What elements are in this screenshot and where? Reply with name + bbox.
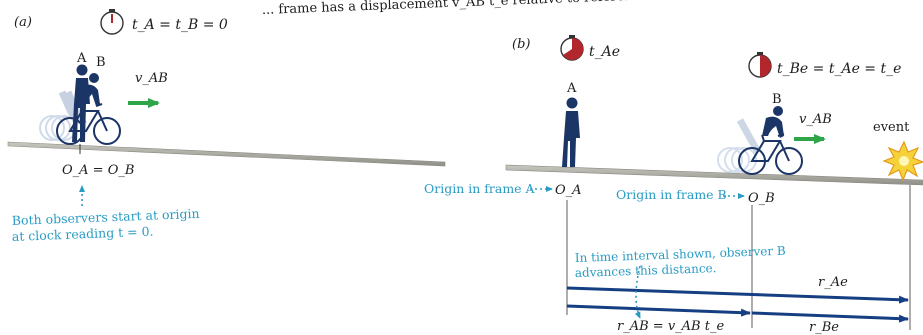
panel-b-label: (b) — [512, 37, 530, 52]
vector-r-ab-equation: r_AB = v_AB t_e — [617, 319, 724, 334]
event-label: event — [873, 120, 910, 135]
observer-b-label-b: B — [772, 92, 782, 107]
origin-a-label: O_A — [555, 183, 582, 198]
origin-label-a: O_A = O_B — [62, 163, 134, 178]
observer-b-label: B — [96, 55, 106, 70]
velocity-label-b: v_AB — [799, 112, 832, 127]
velocity-label-b-text: v_AB — [799, 112, 832, 127]
vector-r-ae-text: r_Ae — [818, 275, 848, 290]
cyclist-b-figure-b — [762, 106, 784, 138]
top-caption: ... frame has a displacement v_AB t_e re… — [262, 0, 709, 18]
clock-a-icon — [560, 35, 584, 61]
vector-r-ae-label: r_Ae — [818, 275, 848, 290]
observer-a-label: A — [76, 51, 87, 66]
vector-r-ab — [566, 304, 751, 317]
note-a-line1: Both observers start at origin — [12, 206, 200, 228]
clock-icon — [100, 9, 124, 35]
note-b-pointer — [634, 265, 641, 319]
panel-a-label: (a) — [14, 15, 32, 30]
vector-r-ae — [566, 286, 909, 304]
observer-a-figure-b — [562, 97, 580, 167]
origin-a-label-text: O_A — [555, 183, 582, 198]
observer-a-label-b: A — [566, 81, 577, 96]
clock-b-equation: t_Be = t_Ae = t_e — [777, 61, 901, 77]
vector-r-ab-text: r_AB = v_AB t_e — [617, 319, 724, 334]
note-a-line2: at clock reading t = 0. — [12, 224, 154, 244]
explosion-icon — [882, 140, 923, 182]
clock-equation: t_A = t_B = 0 — [132, 17, 228, 33]
velocity-label: v_AB — [135, 71, 168, 86]
vector-r-be-text: r_Be — [809, 320, 839, 335]
origin-b-label: O_B — [748, 191, 775, 206]
observer-a-figure — [72, 64, 90, 142]
origin-a-caption: Origin in frame A — [424, 181, 536, 196]
panel-a: (a) t_A = t_B = 0 — [7, 9, 446, 244]
origin-b-label-text: O_B — [748, 191, 775, 206]
ground-b — [505, 164, 923, 186]
vector-r-be-label: r_Be — [809, 320, 839, 335]
origin-b-caption: Origin in frame B — [616, 187, 727, 202]
velocity-label-text: v_AB — [135, 71, 168, 86]
clock-b-icon — [748, 52, 772, 78]
clock-a-label-text: t_Ae — [589, 44, 620, 60]
ground-a — [7, 141, 446, 167]
motion-blur-b — [717, 118, 762, 173]
clock-a-label: t_Ae — [589, 44, 620, 60]
panel-b: (b) t_Ae t_Be = t_Ae = t_e A — [424, 35, 923, 335]
vector-r-be — [751, 311, 909, 323]
